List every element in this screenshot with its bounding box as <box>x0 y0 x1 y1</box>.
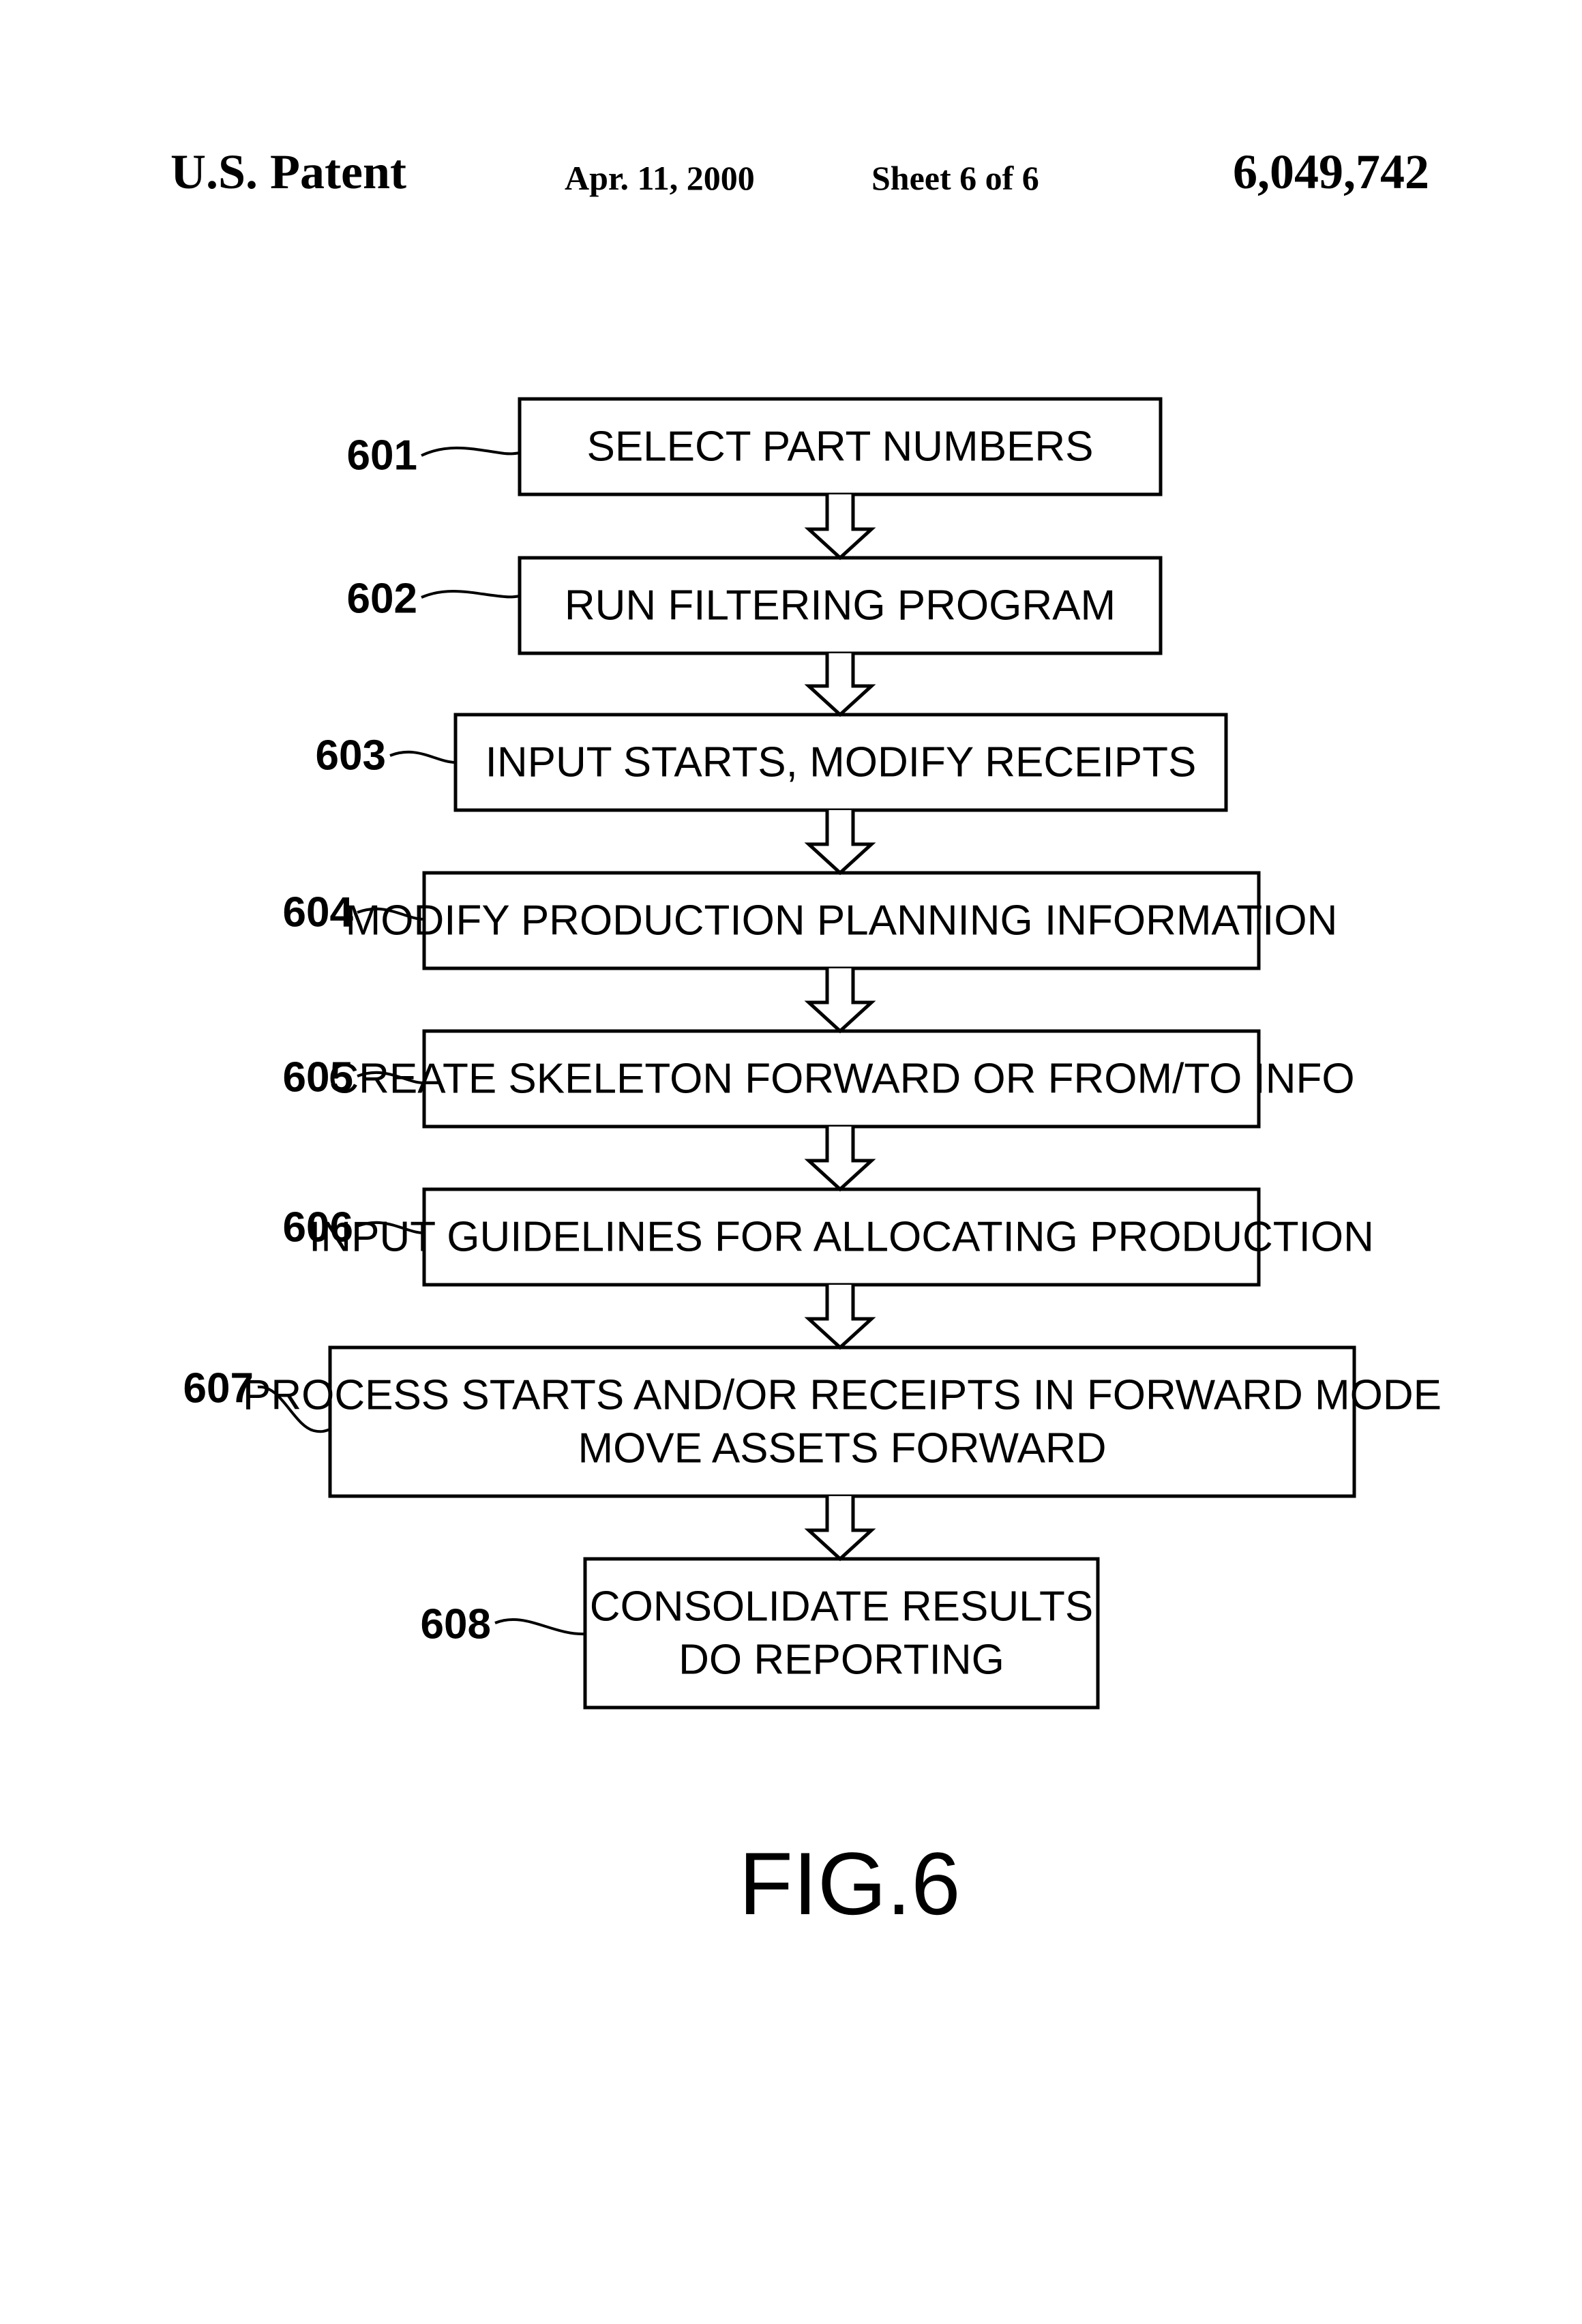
flow-arrow <box>809 1127 871 1189</box>
step-602: RUN FILTERING PROGRAM 602 <box>347 558 1161 653</box>
figure-label: FIG.6 <box>738 1834 960 1933</box>
flow-arrow <box>809 810 871 873</box>
reference-numeral: 604 <box>283 889 354 936</box>
reference-numeral: 607 <box>183 1365 254 1412</box>
step-608: CONSOLIDATE RESULTS DO REPORTING 608 <box>421 1559 1098 1708</box>
step-text: CREATE SKELETON FORWARD OR FROM/TO INFO <box>328 1056 1354 1103</box>
step-601: SELECT PART NUMBERS 601 <box>347 399 1161 494</box>
reference-numeral: 605 <box>283 1054 353 1101</box>
flow-arrow <box>809 968 871 1031</box>
flow-arrow <box>809 494 871 558</box>
step-607: PROCESS STARTS AND/OR RECEIPTS IN FORWAR… <box>183 1347 1442 1496</box>
leader-line <box>421 448 520 456</box>
step-text: SELECT PART NUMBERS <box>586 423 1093 471</box>
step-text: PROCESS STARTS AND/OR RECEIPTS IN FORWAR… <box>243 1372 1442 1419</box>
step-604: MODIFY PRODUCTION PLANNING INFORMATION60… <box>283 873 1338 968</box>
reference-numeral: 608 <box>421 1601 491 1648</box>
leader-line <box>495 1620 585 1634</box>
flow-arrow <box>809 1285 871 1347</box>
step-text: CONSOLIDATE RESULTS <box>590 1583 1093 1630</box>
step-box <box>585 1559 1098 1708</box>
reference-numeral: 606 <box>283 1204 353 1251</box>
reference-numeral: 602 <box>347 576 417 623</box>
reference-numeral: 603 <box>316 732 386 779</box>
step-text: RUN FILTERING PROGRAM <box>565 582 1116 629</box>
flow-arrow <box>809 653 871 715</box>
step-text: MOVE ASSETS FORWARD <box>578 1425 1106 1472</box>
step-box <box>330 1347 1354 1496</box>
flow-arrow <box>809 1496 871 1559</box>
step-605: CREATE SKELETON FORWARD OR FROM/TO INFO6… <box>283 1031 1355 1127</box>
reference-numeral: 601 <box>347 432 417 479</box>
step-text: MODIFY PRODUCTION PLANNING INFORMATION <box>346 897 1338 944</box>
step-text: INPUT STARTS, MODIFY RECEIPTS <box>486 739 1197 786</box>
step-606: INPUT GUIDELINES FOR ALLOCATING PRODUCTI… <box>283 1189 1374 1285</box>
leader-line <box>421 591 520 597</box>
step-text: INPUT GUIDELINES FOR ALLOCATING PRODUCTI… <box>309 1214 1374 1261</box>
step-603: INPUT STARTS, MODIFY RECEIPTS 603 <box>316 715 1226 810</box>
leader-line <box>390 752 456 762</box>
step-text: DO REPORTING <box>678 1637 1004 1684</box>
